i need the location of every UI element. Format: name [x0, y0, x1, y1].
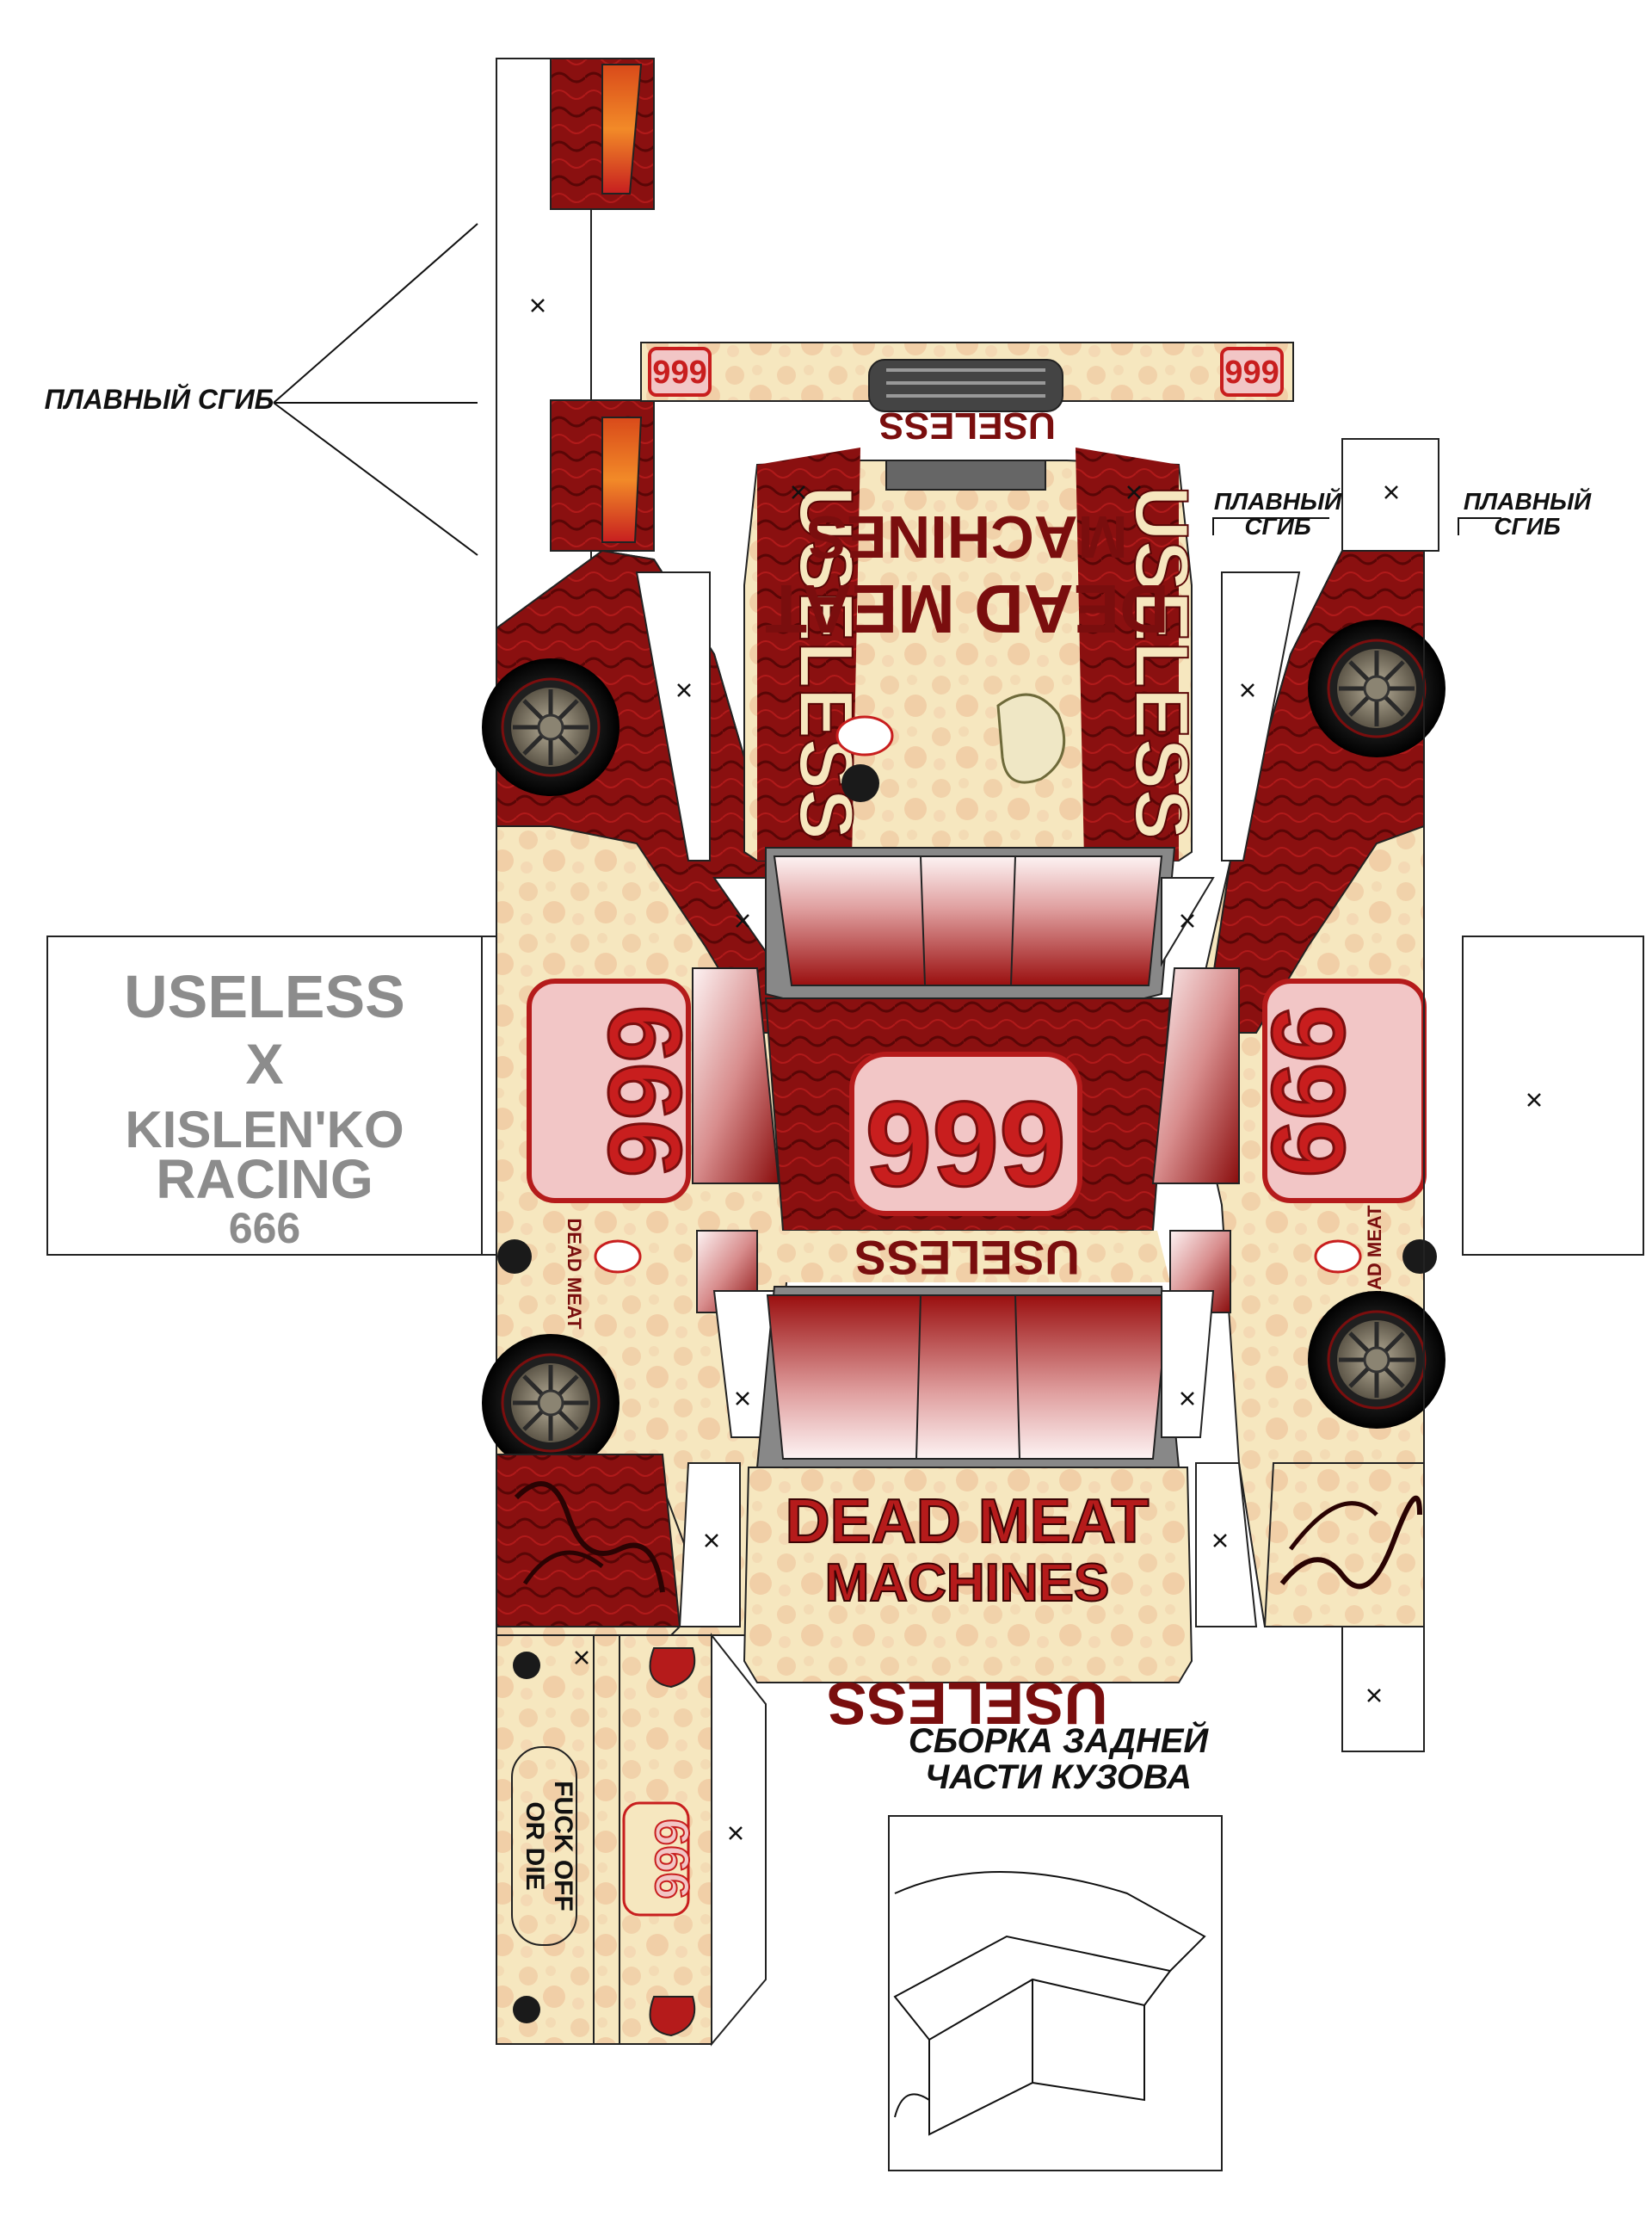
svg-text:USELESS: USELESS — [854, 1231, 1079, 1285]
hotwheels-logo-icon — [841, 764, 879, 802]
fold-label-right-line1: ПЛАВНЫЙ — [1463, 488, 1592, 515]
svg-text:DEAD MEAT: DEAD MEAT — [765, 571, 1169, 647]
tail-lamp-lower-icon — [601, 417, 643, 543]
right-side-flap — [1462, 936, 1644, 1256]
svg-text:USELESS: USELESS — [827, 1670, 1108, 1737]
hotwheels-logo-icon — [513, 1996, 540, 2023]
left-front-wheel — [482, 658, 620, 796]
title-line-x: X — [245, 1032, 284, 1096]
assembly-label-line2: ЧАСТИ КУЗОВА — [924, 1758, 1193, 1796]
left-flaps — [635, 571, 775, 1627]
fold-label-mid-line1: ПЛАВНЫЙ — [1213, 488, 1342, 515]
svg-text:MACHINES: MACHINES — [806, 503, 1127, 571]
svg-text:MACHINES: MACHINES — [825, 1553, 1110, 1613]
right-side-window — [1151, 967, 1240, 1184]
left-lower-panel — [496, 1454, 681, 1627]
center-body: 666 666 USELESS USELESS USELESS MACHINES… — [640, 342, 1294, 1737]
title-line-666: 666 — [228, 1204, 301, 1252]
hotwheels-logo-icon — [497, 1239, 532, 1274]
roof-vent — [885, 460, 1046, 491]
svg-text:666: 666 — [645, 1819, 700, 1899]
svg-text:666: 666 — [1224, 353, 1279, 389]
svg-text:USELESS: USELESS — [878, 404, 1055, 447]
rear-window — [773, 855, 1163, 986]
title-line-racing: RACING — [156, 1148, 373, 1210]
svg-text:666: 666 — [1251, 1005, 1366, 1177]
mascot-icon — [996, 693, 1066, 784]
svg-text:USELESS: USELESS — [1119, 486, 1205, 840]
left-rear-wheel — [482, 1334, 620, 1472]
windshield — [766, 1294, 1170, 1460]
rear-vent — [868, 359, 1063, 412]
fold-label-right-line2: СГИБ — [1494, 513, 1561, 540]
title-line-kislenko: KISLEN'KO — [125, 1101, 404, 1158]
svg-text:666: 666 — [587, 1005, 702, 1177]
fold-label-left: ПЛАВНЫЙ СГИБ — [44, 384, 274, 415]
tail-lamp-icon — [649, 1647, 696, 1689]
svg-text:666: 666 — [652, 353, 706, 389]
tail-lamp-icon — [649, 1996, 696, 2037]
left-side-number: 666 — [527, 979, 704, 1203]
left-side-sponsors: DEAD MEAT — [497, 1218, 642, 1330]
fold-label-right: ПЛАВНЫЙ СГИБ — [1454, 489, 1600, 540]
signature-right-icon — [1279, 1495, 1422, 1590]
hotwheels-logo-icon — [1402, 1239, 1437, 1274]
title-box — [46, 936, 483, 1256]
tail-lamp-top-icon — [601, 64, 643, 195]
assembly-label-line1: СБОРКА ЗАДНЕЙ — [908, 1722, 1209, 1760]
title-box-text: USELESS X KISLEN'KO RACING 666 — [47, 936, 482, 1255]
dinoil-logo-icon — [594, 1239, 642, 1274]
hood — [743, 1467, 1193, 1683]
svg-text:FUCK OFF: FUCK OFF — [549, 1781, 577, 1911]
hotwheels-logo-icon — [513, 1652, 540, 1679]
svg-text:DEAD MEAT: DEAD MEAT — [786, 1487, 1150, 1556]
assembly-diagram — [888, 1815, 1223, 2171]
fold-label-mid-line2: СГИБ — [1244, 513, 1311, 540]
title-line-useless: USELESS — [124, 963, 405, 1030]
dinoil-logo-icon — [1314, 1239, 1362, 1274]
fold-label-mid: ПЛАВНЫЙ СГИБ — [1205, 489, 1351, 540]
svg-text:OR DIE: OR DIE — [521, 1801, 549, 1890]
fold-guide-lines-right — [1212, 517, 1501, 535]
assembly-label: СБОРКА ЗАДНЕЙ ЧАСТИ КУЗОВА — [895, 1723, 1222, 1795]
svg-text:DEAD MEAT: DEAD MEAT — [564, 1218, 585, 1330]
fold-guide-lines-left — [273, 223, 478, 556]
rear-bumper-panel: 666 FUCK OFF OR DIE — [496, 1633, 767, 2047]
dinoil-logo-icon — [835, 715, 894, 756]
right-side-number: 666 — [1250, 979, 1427, 1203]
svg-text:666: 666 — [865, 1077, 1066, 1212]
right-top-flap — [1341, 438, 1439, 1752]
